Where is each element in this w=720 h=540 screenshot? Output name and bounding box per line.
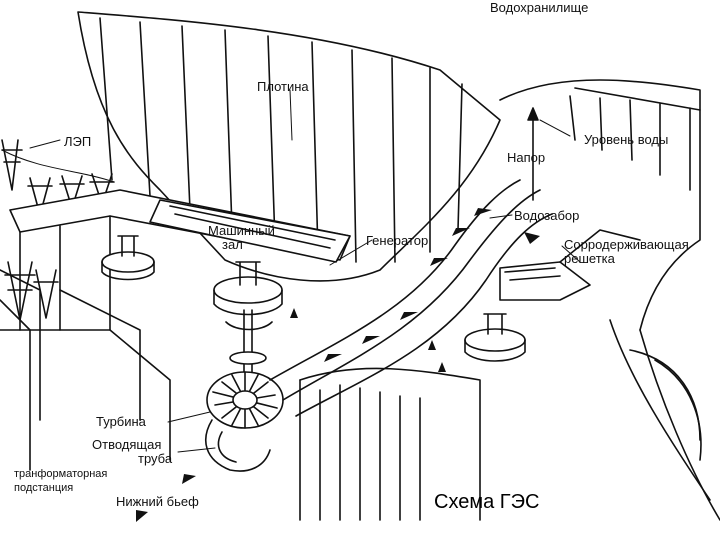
turbine-label: Турбина	[96, 414, 146, 429]
flow-arrows	[136, 208, 540, 522]
machine-hall-label-1: Машинный	[208, 223, 275, 238]
power-line-label: ЛЭП	[64, 134, 92, 149]
substation-label-1: транформаторная	[14, 468, 108, 480]
foundation-drawing	[299, 367, 481, 521]
tailwater-label: Нижний бьеф	[116, 494, 199, 509]
turbine-drawing	[206, 371, 284, 429]
intake-drawing	[499, 229, 641, 301]
head-arrow	[527, 107, 539, 201]
draft-tube-drawing	[204, 419, 271, 472]
machine-hall-label-2: зал	[222, 237, 243, 252]
dam-label: Плотина	[257, 79, 309, 94]
leader-lines	[29, 89, 581, 453]
substation-label-2: подстанция	[14, 482, 74, 494]
water-level-label: Уровень воды	[584, 132, 669, 147]
penstock-drawing	[269, 179, 553, 417]
draft-tube-label-2: труба	[138, 451, 173, 466]
reservoir-label: Водохранилище	[490, 0, 589, 15]
trash-rack-label-2: решетка	[564, 251, 615, 266]
draft-tube-label-1: Отводящая	[92, 437, 162, 452]
generator-label: Генератор	[366, 233, 429, 248]
diagram-caption: Схема ГЭС	[434, 491, 540, 513]
water-intake-label: Водозабор	[514, 208, 580, 223]
generator-left-drawing	[101, 235, 155, 281]
trash-rack-label-1: Сорродерживающая	[564, 237, 689, 252]
generator-center-drawing	[213, 261, 283, 373]
reservoir-drawing	[499, 79, 720, 521]
generator-right-drawing	[464, 313, 526, 362]
head-label: Напор	[507, 150, 546, 165]
powerhouse-drawing	[0, 189, 351, 471]
